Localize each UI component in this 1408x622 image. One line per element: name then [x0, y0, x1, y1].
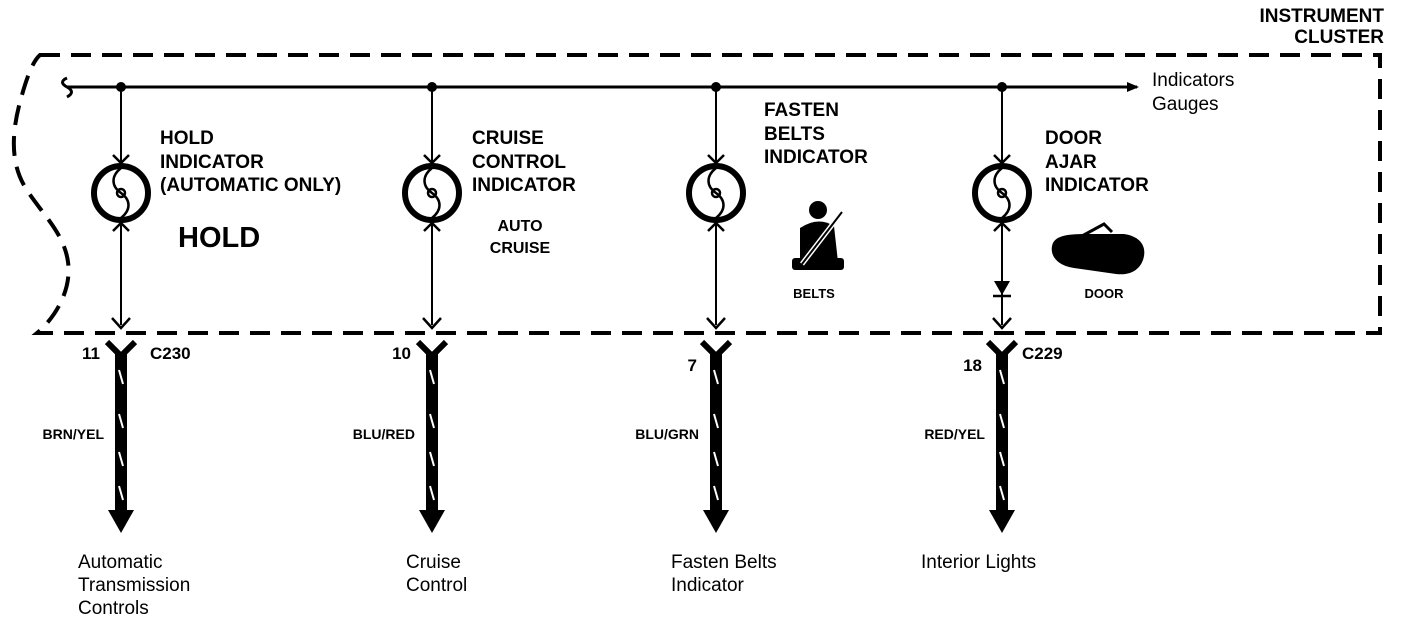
hold-symbol-text: HOLD — [178, 222, 260, 254]
indicator-label-line3: INDICATOR — [1045, 175, 1149, 196]
indicator-bulb-icon — [402, 154, 462, 232]
door-symbol-text: DOOR — [1085, 286, 1125, 301]
indicator-label-line1: FASTEN — [764, 100, 839, 121]
wire-stripe — [999, 485, 1005, 501]
wire-stripe — [429, 413, 435, 429]
connector-male-chevron — [992, 317, 1012, 330]
wire-stripe — [429, 485, 435, 501]
destination-line2: Transmission — [78, 575, 190, 596]
harness-wire — [710, 354, 722, 512]
open-door-icon — [1051, 222, 1145, 275]
connector-male-chevron — [111, 317, 131, 330]
wire-stripe — [713, 413, 719, 429]
wire-stripe — [713, 485, 719, 501]
connector-female-chevron — [699, 339, 733, 361]
cluster-title-line2: CLUSTER — [1294, 27, 1384, 48]
destination-line1: Interior Lights — [921, 552, 1036, 573]
wire-end-arrow — [419, 510, 445, 533]
connector-pin: 10 — [392, 344, 411, 363]
harness-wire — [426, 354, 438, 512]
wire-color-label: BRN/YEL — [43, 426, 105, 442]
indicator-label-line2: INDICATOR — [160, 152, 264, 173]
connector-female-chevron — [415, 339, 449, 361]
belts-symbol-text: BELTS — [793, 286, 835, 301]
wire-stripe — [118, 413, 124, 429]
indicator-label-line1: CRUISE — [472, 128, 544, 149]
wire-stripe — [713, 369, 719, 385]
connector-pin: 7 — [688, 356, 697, 375]
indicator-label-line2: BELTS — [764, 124, 825, 145]
harness-wire — [115, 354, 127, 512]
fasten-belts-indicator-branch: FASTEN BELTS INDICATOR BELTS 7 BLU/GRN F… — [635, 82, 868, 596]
bus-output-line1: Indicators — [1152, 70, 1234, 91]
destination-line1: Cruise — [406, 552, 461, 573]
wire-stripe — [429, 451, 435, 467]
instrument-cluster-boundary — [11, 53, 1382, 335]
indicator-label-line3: (AUTOMATIC ONLY) — [160, 175, 341, 196]
auto-cruise-symbol-line2: CRUISE — [490, 240, 551, 257]
indicator-bulb-icon — [686, 154, 746, 232]
wire-color-label: BLU/GRN — [635, 426, 699, 442]
wire-stripe — [999, 369, 1005, 385]
indicator-label-line1: HOLD — [160, 128, 214, 149]
wire-stripe — [118, 451, 124, 467]
wire-stripe — [999, 413, 1005, 429]
destination-line1: Fasten Belts — [671, 552, 777, 573]
indicator-label-line2: AJAR — [1045, 152, 1097, 173]
connector-pin: 11 — [82, 344, 100, 363]
indicator-label-line3: INDICATOR — [764, 147, 868, 168]
cluster-title-line1: INSTRUMENT — [1259, 6, 1384, 27]
wire-end-arrow — [989, 510, 1015, 533]
connector-female-chevron — [104, 339, 138, 361]
cruise-control-indicator-branch: CRUISE CONTROL INDICATOR AUTO CRUISE 10 … — [353, 82, 576, 596]
door-ajar-indicator-branch: DOOR AJAR INDICATOR DOOR 18 C229 RED/YEL… — [921, 82, 1149, 573]
harness-wire — [996, 354, 1008, 512]
connector-female-chevron — [985, 339, 1019, 361]
destination-line2: Control — [406, 575, 467, 596]
indicator-label-line1: DOOR — [1045, 128, 1102, 149]
wire-stripe — [118, 485, 124, 501]
connector-id: C230 — [150, 344, 191, 363]
indicator-label-line2: CONTROL — [472, 152, 566, 173]
wire-end-arrow — [108, 510, 134, 533]
wire-stripe — [429, 369, 435, 385]
auto-cruise-symbol-line1: AUTO — [497, 218, 542, 235]
diode-icon — [993, 281, 1011, 298]
connector-male-chevron — [422, 317, 442, 330]
bus-output-line2: Gauges — [1152, 94, 1219, 115]
indicator-label-line3: INDICATOR — [472, 175, 576, 196]
connector-id: C229 — [1022, 344, 1063, 363]
wire-stripe — [118, 369, 124, 385]
wire-color-label: BLU/RED — [353, 426, 415, 442]
wire-stripe — [999, 451, 1005, 467]
connector-pin: 18 — [963, 356, 982, 375]
seatbelt-person-icon — [792, 201, 844, 270]
wire-end-arrow — [703, 510, 729, 533]
connector-male-chevron — [706, 317, 726, 330]
wire-stripe — [713, 451, 719, 467]
hold-indicator-branch: HOLD INDICATOR (AUTOMATIC ONLY) HOLD 11 … — [43, 82, 341, 619]
indicator-bulb-icon — [91, 154, 151, 232]
indicator-bulb-icon — [972, 154, 1032, 232]
destination-line1: Automatic — [78, 552, 162, 573]
destination-line2: Indicator — [671, 575, 745, 596]
wire-color-label: RED/YEL — [924, 426, 985, 442]
destination-line3: Controls — [78, 598, 149, 619]
